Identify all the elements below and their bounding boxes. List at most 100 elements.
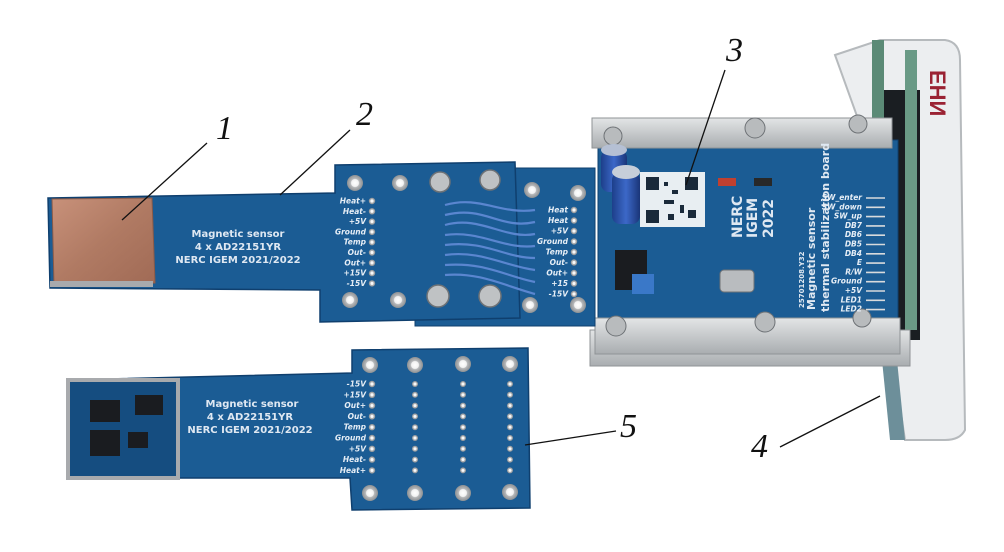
connector-pin-label: SW_up	[834, 212, 863, 221]
through-hole-pad	[460, 391, 466, 398]
connector-pin-label: E	[857, 258, 863, 267]
bottom-board-line2: 4 x AD22151YR	[207, 412, 293, 423]
bottom-pin-label: -15V	[347, 380, 368, 389]
top-board-line3: NERC IGEM 2021/2022	[175, 255, 300, 266]
mounting-hole	[455, 356, 471, 372]
adapter-pin-pad	[570, 280, 578, 287]
mounting-hole	[347, 175, 363, 191]
bottom-board-holes	[362, 356, 518, 501]
leader-line-5	[524, 430, 617, 446]
top-pin-pad	[368, 269, 376, 277]
connector-pin-label: SW_enter	[822, 193, 864, 202]
through-hole-pad	[460, 424, 466, 431]
callout-1: 1	[216, 110, 233, 147]
through-hole-pad	[412, 381, 418, 387]
through-hole-pad	[412, 424, 418, 431]
through-hole-pad	[507, 402, 513, 409]
adapter-pin-label: Out-	[550, 258, 568, 267]
through-hole-pad	[460, 413, 466, 420]
through-hole-pad	[507, 435, 513, 441]
mounting-hole	[455, 485, 471, 501]
leader-line-1	[121, 142, 208, 221]
logo-line-nerc: NERC	[730, 196, 746, 238]
leader-line-3	[685, 69, 726, 186]
top-pin-pad	[368, 197, 376, 205]
callout-4: 4	[751, 428, 768, 465]
top-pin-pad	[368, 280, 376, 287]
jumper-wires	[444, 201, 536, 296]
through-hole-pad	[507, 467, 513, 474]
adapter-pin-pad	[570, 206, 578, 214]
top-pin-label: +5V	[349, 217, 368, 226]
top-pin-label: Heat+	[340, 197, 366, 206]
copper-shield	[51, 197, 156, 287]
mounting-hole	[407, 485, 423, 501]
through-hole-pad	[507, 424, 513, 431]
logo-line-igem: IGEM	[745, 198, 761, 238]
bottom-pin-pad	[368, 413, 376, 420]
mounting-hole	[524, 182, 540, 198]
adapter-pin-label: +5V	[551, 227, 570, 236]
adapter-pin-label: Out+	[546, 269, 568, 278]
through-hole-pad	[507, 391, 513, 398]
top-pin-label: -15V	[347, 279, 368, 288]
adapter-pin-label: -15V	[549, 290, 570, 299]
top-pin-pad	[368, 228, 376, 236]
bottom-pin-label: Ground	[335, 434, 367, 443]
through-hole-pad	[412, 435, 418, 441]
bottom-pin-pad	[368, 434, 376, 442]
logo-line-year: 2022	[761, 199, 777, 238]
bottom-pin-label: Out-	[348, 412, 366, 421]
top-board-line1: Magnetic sensor	[192, 229, 285, 240]
bottom-pin-label: Heat-	[343, 455, 366, 464]
aluminum-frame-bottom	[594, 317, 901, 355]
connector-pin-label: SW_down	[822, 202, 862, 211]
connector-pin-label: DB5	[845, 240, 862, 249]
through-hole-pad	[412, 413, 418, 420]
connector-pin-labels: SW_enterSW_downSW_upDB7DB6DB5DB4ER/WGrou…	[822, 193, 885, 314]
mounting-hole	[570, 185, 586, 201]
bottom-pin-label: Out+	[344, 401, 366, 410]
through-hole-pad	[507, 381, 513, 387]
top-board-mounting-holes	[342, 175, 586, 313]
connector-pin-label: Ground	[831, 277, 863, 286]
qr-code	[640, 172, 705, 227]
through-hole-pad	[460, 445, 466, 452]
bottom-pin-pad	[368, 424, 376, 431]
board-id: 25701208.Y32	[798, 251, 806, 308]
bottom-pin-label: +15V	[343, 390, 367, 399]
adapter-pin-pad	[570, 259, 578, 266]
through-hole-pad	[460, 402, 466, 409]
shield-solder-edge	[50, 281, 153, 287]
adapter-pin-label: Heat	[548, 216, 568, 225]
top-pin-pad	[368, 249, 376, 256]
standoff-nuts	[426, 169, 502, 308]
top-pin-label: Out+	[344, 258, 366, 267]
sensor-chip-area	[66, 378, 180, 480]
adapter-pin-label: Temp	[546, 248, 569, 257]
connector-pin-label: +5V	[845, 286, 864, 295]
top-pin-label: Out-	[348, 248, 366, 257]
electrolytic-capacitors	[601, 144, 640, 224]
bottom-board-line3: NERC IGEM 2021/2022	[187, 425, 312, 436]
bottom-pin-pad	[368, 380, 376, 388]
connector-pin-label: LED1	[841, 295, 862, 304]
bottom-pin-pad	[368, 467, 376, 474]
through-hole-pad	[460, 456, 466, 463]
connector-pin-label: DB4	[845, 249, 862, 258]
through-hole-pad	[412, 445, 418, 452]
callout-5: 5	[620, 408, 637, 445]
leader-line-4	[779, 395, 881, 448]
mounting-hole	[392, 175, 408, 191]
crystal-oscillator	[719, 269, 755, 293]
through-hole-pad	[460, 467, 466, 474]
top-pin-label: Temp	[344, 238, 367, 247]
bottom-pin-pad	[368, 445, 376, 452]
mounting-hole	[390, 292, 406, 308]
sensor-board-bottom: Magnetic sensor 4 x AD22151YR NERC IGEM …	[66, 347, 531, 511]
through-hole-pad	[507, 445, 513, 452]
through-hole-pad	[412, 467, 418, 474]
adapter-pin-pad	[570, 290, 578, 298]
